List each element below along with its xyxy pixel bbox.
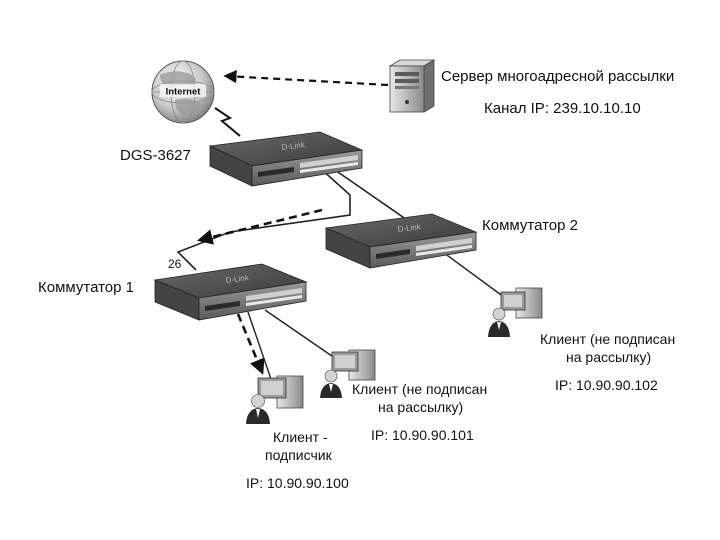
server-tower-icon bbox=[388, 59, 436, 113]
client-subscriber-ip: IP: 10.90.90.100 bbox=[246, 475, 349, 491]
client-101-ip: IP: 10.90.90.101 bbox=[371, 427, 474, 443]
server-channel-ip: Канал IP: 239.10.10.10 bbox=[484, 100, 641, 117]
cable-core-to-switch1 bbox=[176, 167, 351, 271]
cable-switch1-to-client-subscriber bbox=[247, 311, 274, 386]
server-title: Сервер многоадресной рассылки bbox=[441, 68, 674, 85]
core-switch-label: DGS-3627 bbox=[120, 147, 191, 164]
client-102-line2: на рассылку) bbox=[566, 349, 651, 365]
arrow-to-subscriber bbox=[236, 313, 265, 375]
switch1-icon: D-Link bbox=[153, 263, 308, 321]
cable-core-to-switch2 bbox=[334, 169, 411, 223]
arrow-server-to-internet bbox=[223, 69, 389, 87]
wan-link-lightning-icon bbox=[214, 107, 241, 137]
client-101-workstation-icon bbox=[320, 349, 376, 398]
switch2-icon: D-Link bbox=[324, 213, 478, 269]
internet-label: Internet bbox=[166, 87, 202, 98]
client-subscriber-line2: подписчик bbox=[265, 447, 333, 463]
cable-switch2-to-client-102 bbox=[439, 249, 509, 301]
client-102-workstation-icon bbox=[488, 287, 543, 337]
switch1-brand: D-Link bbox=[225, 273, 250, 285]
client-101-line1: Клиент (не подписан bbox=[352, 381, 487, 397]
client-subscriber-line1: Клиент - bbox=[273, 429, 328, 445]
switch1-label: Коммутатор 1 bbox=[38, 279, 134, 296]
client-101-line2: на рассылку) bbox=[378, 399, 463, 415]
multicast-arrows bbox=[196, 69, 389, 375]
switch2-label: Коммутатор 2 bbox=[482, 217, 578, 234]
cables bbox=[176, 167, 509, 386]
switch2-brand: D-Link bbox=[397, 222, 422, 234]
client-subscriber-workstation-icon bbox=[246, 375, 304, 424]
core-switch-brand: D-Link bbox=[281, 140, 306, 152]
arrow-to-switch1 bbox=[196, 208, 323, 245]
client-102-ip: IP: 10.90.90.102 bbox=[555, 377, 658, 393]
internet-globe-icon: Internet bbox=[151, 60, 215, 124]
client-102-line1: Клиент (не подписан bbox=[540, 331, 675, 347]
core-switch-icon: D-Link bbox=[208, 131, 364, 187]
switch1-port-label: 26 bbox=[168, 257, 182, 271]
